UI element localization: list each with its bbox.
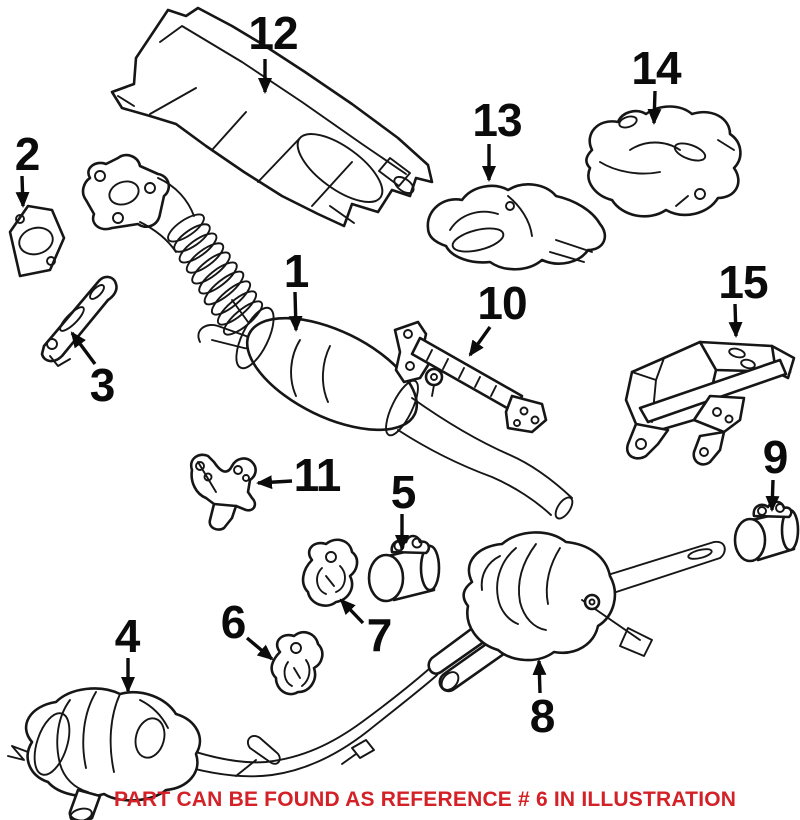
part-2-gasket-drawing (8, 204, 66, 278)
callout-number-7: 7 (366, 609, 393, 661)
callout-number-9: 9 (762, 431, 789, 483)
callout-number-3: 3 (89, 359, 116, 411)
callout-arrow-7 (339, 598, 365, 625)
callout-number-1: 1 (283, 245, 310, 297)
callout-arrow-8 (532, 659, 547, 694)
callout-number-2: 2 (14, 128, 41, 180)
part-7-hanger-drawing (301, 538, 359, 607)
callout-arrow-1 (288, 291, 303, 332)
part-5-clamp-drawing (367, 534, 441, 603)
callout-number-4: 4 (114, 610, 141, 662)
part-12-heat-shield-drawing (110, 6, 434, 228)
callout-number-10: 10 (477, 277, 527, 329)
reference-caption: PART CAN BE FOUND AS REFERENCE # 6 IN IL… (114, 788, 737, 811)
part-14-heat-shield-drawing (585, 105, 742, 218)
callout-arrow-9 (765, 479, 780, 512)
part-15-bracket-drawing (624, 340, 796, 466)
callout-arrow-6 (245, 636, 274, 661)
callout-number-13: 13 (472, 94, 522, 146)
callout-number-15: 15 (718, 256, 768, 308)
callout-arrow-14 (647, 90, 662, 125)
part-6-hanger-drawing (270, 631, 324, 696)
callout-arrow-10 (468, 326, 492, 357)
part-11-bracket-drawing (189, 453, 257, 531)
part-9-clamp-drawing (733, 500, 800, 563)
callout-number-14: 14 (631, 42, 681, 94)
part-8-muffler-drawing (427, 531, 726, 693)
callout-arrow-15 (728, 303, 743, 338)
part-10-bracket-rail-drawing (393, 320, 548, 434)
part-1-catalytic-converter-drawing (81, 153, 574, 520)
callout-arrow-2 (15, 175, 30, 208)
part-4-muffler-drawing (7, 687, 202, 820)
callout-number-11: 11 (293, 449, 342, 501)
part-13-heat-shield-drawing (426, 183, 607, 271)
callout-number-12: 12 (248, 7, 298, 59)
callout-arrow-11 (256, 475, 293, 490)
callout-number-5: 5 (390, 466, 417, 518)
callout-arrows (15, 59, 780, 694)
callout-number-8: 8 (529, 690, 556, 742)
part-3-bracket-drawing (40, 275, 118, 367)
callout-arrow-3 (70, 331, 97, 366)
callout-number-6: 6 (220, 596, 247, 648)
